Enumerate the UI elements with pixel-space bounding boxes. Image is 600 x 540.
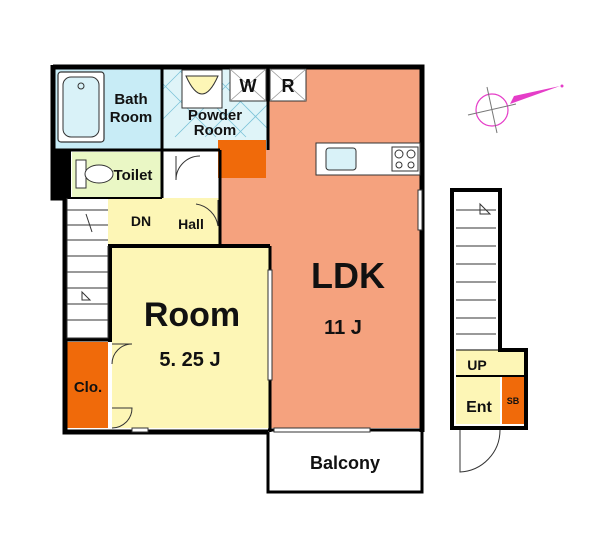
ldk-size: 11 J	[324, 317, 362, 339]
washer-label: W	[240, 76, 257, 96]
bathtub-icon	[57, 71, 105, 143]
up-label: UP	[467, 357, 486, 373]
entrance-label: Ent	[466, 399, 492, 416]
outer-walls	[50, 64, 425, 494]
stair-block-walls	[450, 188, 528, 430]
hall-label: Hall	[178, 216, 204, 232]
bath-label-1: Bath	[114, 91, 147, 108]
room-area	[112, 246, 270, 428]
dn-label: DN	[131, 213, 151, 229]
stove-icon	[391, 146, 419, 172]
toilet-label: Toilet	[114, 167, 153, 184]
refrigerator-box	[269, 68, 307, 102]
balcony-label: Balcony	[310, 453, 380, 473]
stairs-icon	[66, 198, 109, 339]
entrance-stairs	[456, 202, 496, 335]
washer-box	[229, 68, 267, 102]
powder-label-1: Powder	[188, 107, 242, 124]
hall-area	[108, 198, 220, 246]
up-stairs-landing	[456, 350, 524, 376]
door-swing-icon	[111, 155, 501, 473]
shoe-box-label: SB	[507, 396, 520, 406]
shoe-box-area	[502, 376, 524, 424]
powder-label-2: Room	[194, 122, 237, 139]
balcony-area	[268, 432, 420, 490]
room-size: 5. 25 J	[159, 349, 220, 371]
closet-area	[65, 342, 108, 428]
ldk-label: LDK	[311, 255, 385, 296]
closet-label: Clo.	[74, 379, 102, 396]
entrance-area	[456, 376, 500, 424]
storage-shelf	[218, 140, 266, 178]
toilet-icon	[75, 159, 114, 189]
washbasin-icon	[181, 69, 223, 109]
kitchen-counter	[315, 142, 421, 176]
compass-icon	[467, 84, 564, 134]
bath-label-2: Room	[110, 109, 153, 126]
room-label: Room	[144, 296, 240, 334]
refrigerator-label: R	[282, 76, 295, 96]
kitchen-sink-icon	[325, 147, 357, 171]
